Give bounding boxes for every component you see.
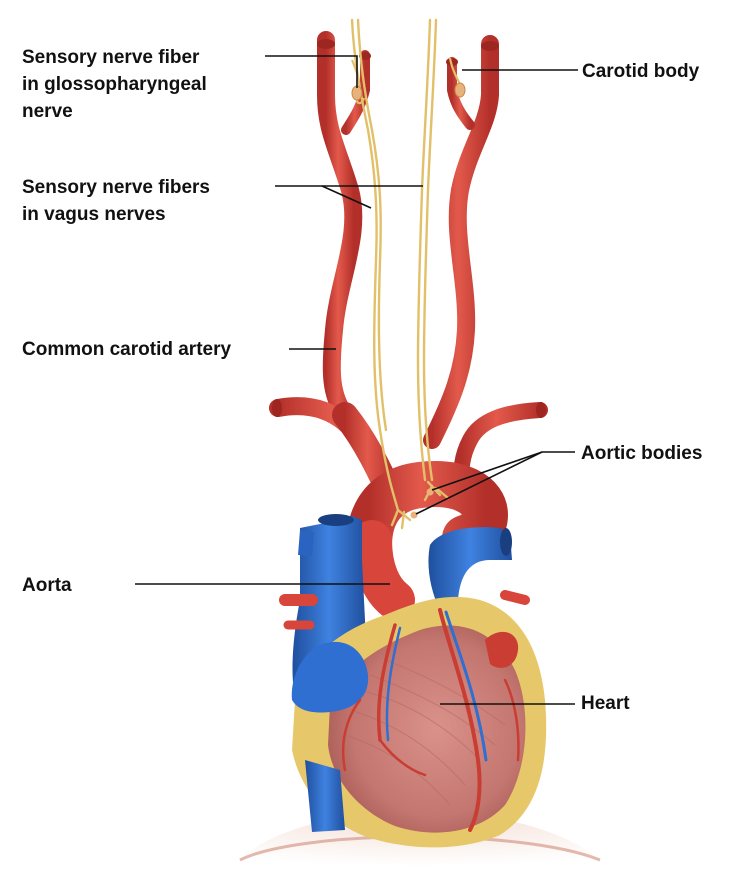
right-carotid-artery [423,35,499,449]
aortic-body-1 [426,488,434,496]
leader-vagus-branch [321,185,372,209]
left-carotid-artery [317,31,371,424]
label-aortic-bodies: Aortic bodies [581,443,703,464]
pulmonary-artery [428,527,512,610]
aortic-body-2 [410,511,418,519]
heart [291,596,547,848]
label-glossopharyngeal-nerve: Sensory nerve fiber in glossopharyngeal … [22,47,207,122]
label-common-carotid-artery: Common carotid artery [22,339,232,360]
label-aorta: Aorta [22,575,72,596]
label-carotid-body: Carotid body [582,61,700,82]
label-vagus-nerves: Sensory nerve fibers in vagus nerves [22,177,210,225]
leader-aortic-bodies-b [415,451,543,515]
leader-lines [135,55,578,705]
left-carotid-body [351,85,363,101]
leader-glossopharyngeal [265,55,358,88]
pulmonary-vein-right [500,590,530,605]
label-heart: Heart [581,693,630,714]
right-carotid-body [454,82,466,98]
